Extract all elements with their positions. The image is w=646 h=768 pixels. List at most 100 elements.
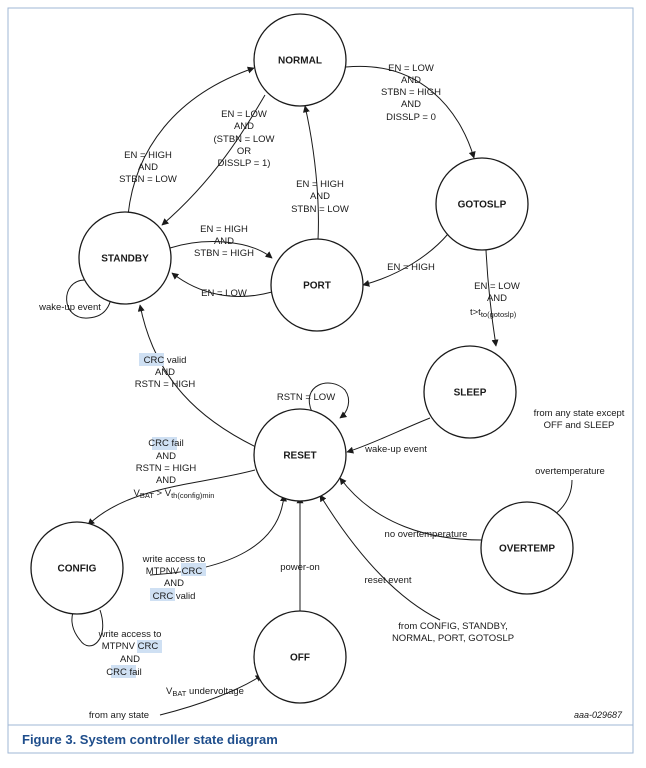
label-reset-standby: CRC valid AND RSTN = HIGH [135,355,196,390]
cond-line: EN = LOW [388,63,434,74]
edge-overtemp-reset [339,477,483,541]
label-normal-standby: EN = LOW AND (STBN = LOW OR DISSLP = 1) [214,109,275,169]
edge-config-reset [149,494,287,576]
edge-standby-port [169,241,273,259]
edge-reset-config [87,469,256,526]
cond-line: STBN = HIGH [381,87,441,98]
label-standby-port: EN = HIGH AND STBN = HIGH [194,224,254,259]
label-sleep-reset: wake-up event [364,444,427,455]
cond-line: STBN = LOW [291,204,349,215]
edge-normal-gotoslp [345,65,476,159]
cond-line: RSTN = HIGH [135,379,196,390]
label-any-overtemp: from any state except OFF and SLEEP over… [534,408,625,477]
figure-border [7,7,634,754]
label-any-off: VBAT undervoltage from any state [89,686,244,721]
state-sleep [423,345,517,439]
state-label-config: CONFIG [58,564,97,575]
label-config-reset: write access to MTPNV CRC AND CRC valid [142,554,206,602]
cond-line: EN = HIGH [200,224,248,235]
cond-line: AND [155,367,175,378]
cond-line: CRC valid [144,355,187,366]
figure-caption: Figure 3. System controller state diagra… [22,732,278,747]
edge-reset-event [319,494,441,621]
edge-any-off [159,674,263,716]
state-off [253,610,347,704]
cond-line: AND [138,162,158,173]
label-reset-event: reset event from CONFIG, STANDBY, NORMAL… [365,575,515,644]
state-gotoslp [435,157,529,251]
figure-id: aaa-029687 [574,710,623,720]
cond-line: AND [401,99,421,110]
cond-line: from any state except [534,408,625,419]
label-normal-gotoslp: EN = LOW AND STBN = HIGH AND DISSLP = 0 [381,63,441,123]
edge-reset-standby [137,304,259,449]
label-standby-wake: wake-up event [38,302,101,313]
label-reset-self: RSTN = LOW [277,392,335,403]
cond-line: (STBN = LOW [214,134,275,145]
state-overtemp [480,501,574,595]
cond-line: CRC fail [148,438,183,449]
label-port-normal: EN = HIGH AND STBN = LOW [291,179,349,215]
label-standby-normal: EN = HIGH AND STBN = LOW [119,150,177,185]
label-off-reset: power-on [280,562,320,573]
cond-line: AND [214,236,234,247]
state-label-reset: RESET [283,451,316,462]
crc-highlight [181,563,206,576]
label-port-standby: EN = LOW [201,288,247,299]
cond-line: OFF and SLEEP [544,420,615,431]
cond-line: STBN = HIGH [194,248,254,259]
crc-highlight [150,588,175,601]
cond-line: write access to [142,554,206,565]
state-label-port: PORT [303,281,331,292]
state-config [30,521,124,615]
state-normal [253,13,347,107]
cond-line: AND [156,451,176,462]
crc-highlight [152,437,177,450]
state-reset [253,408,347,502]
cond-line: AND [234,121,254,132]
cond-line: AND [156,475,176,486]
edge-config-self [69,606,104,647]
state-standby [78,211,172,305]
state-label-sleep: SLEEP [454,388,487,399]
edge-gotoslp-port [362,233,449,287]
cond-line: RSTN = HIGH [136,463,197,474]
label-gotoslp-sleep: EN = LOW AND t>tto(gotoslp) [470,281,520,319]
cond-line: AND [164,578,184,589]
cond-line: from any state [89,710,149,721]
cond-line: from CONFIG, STANDBY, [398,621,507,632]
cond-line: DISSLP = 0 [386,112,436,123]
cond-line: AND [487,293,507,304]
crc-highlight [137,640,162,653]
cond-line: EN = HIGH [124,150,172,161]
cond-line: MTPNV CRC [102,641,159,652]
cond-line: CRC fail [106,667,141,678]
cond-line: EN = LOW [474,281,520,292]
cond-line: AND [120,654,140,665]
edge-gotoslp-sleep [485,249,499,347]
crc-highlight [111,665,136,678]
cond-line: MTPNV CRC [146,566,203,577]
cond-line: VBAT > Vth(config)min [134,488,215,500]
edge-sleep-reset [346,417,431,454]
cond-line: t>tto(gotoslp) [470,307,517,319]
cond-line: VBAT undervoltage [166,686,244,698]
edge-standby-normal [127,66,255,216]
cond-line: OR [237,146,251,157]
edge-port-normal [302,105,319,241]
edge-reset-self [308,382,350,419]
label-reset-config: CRC fail AND RSTN = HIGH AND VBAT > Vth(… [134,438,215,500]
state-label-gotoslp: GOTOSLP [458,200,507,211]
crc-highlight [139,353,164,366]
cond-line: overtemperature [535,466,605,477]
cond-line: write access to [98,629,162,640]
state-label-normal: NORMAL [278,56,322,67]
state-label-standby: STANDBY [101,254,149,265]
cond-line: DISSLP = 1) [218,158,271,169]
cond-line: STBN = LOW [119,174,177,185]
state-label-off: OFF [290,653,310,664]
label-overtemp-reset: no overtemperature [385,529,468,540]
cond-line: NORMAL, PORT, GOTOSLP [392,633,514,644]
cond-line: AND [401,75,421,86]
